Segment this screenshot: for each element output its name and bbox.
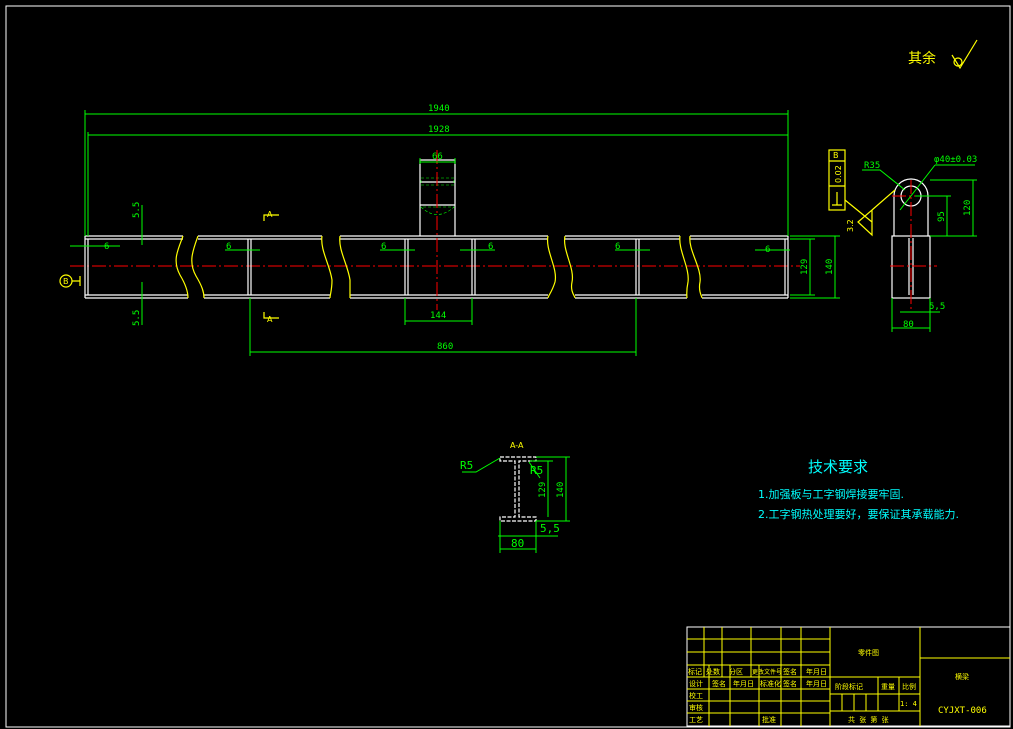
process-label: 工艺	[689, 716, 703, 724]
requirement-item: 2.工字钢热处理要好，要保证其承载能力.	[758, 507, 959, 521]
scale-label: 比例	[902, 682, 916, 691]
technical-requirements: 技术要求 1.加强板与工字钢焊接要牢固. 2.工字钢热处理要好，要保证其承载能力…	[758, 458, 959, 521]
section-total-height: 140	[556, 482, 566, 498]
reviewer-label: 审核	[689, 703, 703, 712]
dim-flange-top: 5.5	[132, 202, 142, 218]
dim-lug-width: 66	[432, 152, 443, 162]
rev-header: 年月日	[806, 667, 827, 676]
dim-plate-thickness: 6	[615, 242, 620, 252]
section-title: A-A	[510, 441, 524, 450]
dim-lug-radius: R35	[864, 161, 880, 171]
weight-label: 重量	[881, 683, 895, 691]
flatness-value: 0.02	[834, 165, 843, 183]
dim-stiffener-spacing: 144	[430, 311, 446, 321]
checker-label: 校工	[689, 691, 703, 700]
dim-overall-length: 1940	[428, 104, 450, 114]
rev-header: 签名	[783, 667, 797, 676]
dim-lug-height: 120	[963, 200, 973, 216]
dim-hole-height: 95	[937, 211, 947, 222]
datum-label: B	[63, 277, 69, 286]
flatness-tolerance-frame	[828, 149, 896, 237]
stage-mark-label: 阶段标记	[835, 682, 863, 691]
drawing-frame	[5, 5, 1011, 728]
surface-note: 其余	[908, 50, 936, 67]
section-fillet-left: R5	[460, 459, 473, 472]
section-mark-bottom: A	[267, 315, 273, 324]
drawing-number: CYJXT-006	[938, 706, 987, 716]
dim-hole-diameter: φ40±0.03	[934, 155, 977, 165]
section-mark-top: A	[267, 210, 273, 219]
sign-header: 设计	[689, 679, 703, 688]
dim-plate-thickness: 6	[381, 242, 386, 252]
title-block: 标记 处数 分区 更改文件号 签名 年月日 设计 签名 年月日 标准化 签名 年…	[686, 626, 1011, 727]
roughness-symbol-icon	[951, 39, 978, 70]
dim-web-height: 129	[800, 259, 810, 275]
approve-label: 批准	[762, 715, 776, 724]
beam-front-view: A A B	[59, 150, 800, 324]
flatness-datum: B	[833, 151, 839, 160]
sign-header: 签名	[783, 679, 797, 688]
sign-header: 签名	[712, 679, 726, 688]
section-a-a: A-A R5 R5 129 140 5,5 80	[460, 441, 570, 553]
rev-header: 标记	[688, 667, 702, 676]
section-flange-width: 80	[511, 537, 524, 550]
scale-value: 1: 4	[900, 700, 917, 708]
requirement-item: 1.加强板与工字钢焊接要牢固.	[758, 487, 904, 501]
section-web-height: 129	[538, 482, 548, 498]
rev-header: 分区	[729, 667, 743, 676]
dim-plate-thickness: 6	[765, 245, 770, 255]
dim-side-thickness: 5,5	[929, 302, 945, 312]
sign-header: 标准化	[760, 679, 781, 688]
dim-side-width: 80	[903, 320, 914, 330]
sheets-label: 共 张 第 张	[848, 715, 889, 724]
sign-header: 年月日	[806, 679, 827, 688]
dim-flange-bottom: 5.5	[132, 310, 142, 326]
part-name: 横梁	[955, 672, 969, 681]
dim-inner-length: 1928	[428, 125, 450, 135]
rev-header: 处数	[706, 667, 720, 676]
rev-header: 更改文件号	[752, 668, 782, 676]
dim-stiffener-offset: 860	[437, 342, 453, 352]
dim-plate-thickness: 6	[104, 242, 109, 252]
sign-header: 年月日	[733, 679, 754, 688]
roughness-value: 3.2	[846, 219, 855, 232]
drawing-type: 零件图	[858, 648, 879, 657]
dim-total-height: 140	[825, 259, 835, 275]
section-flange-thickness: 5,5	[540, 522, 560, 535]
dim-plate-thickness: 6	[226, 242, 231, 252]
dimension-lines	[70, 110, 840, 356]
requirements-title: 技术要求	[808, 458, 868, 476]
beam-side-view: R35 φ40±0.03 95 120 80 5,5 B 0.02 3.2	[828, 149, 977, 332]
dim-plate-thickness: 6	[488, 242, 493, 252]
section-fillet-right: R5	[530, 464, 543, 477]
